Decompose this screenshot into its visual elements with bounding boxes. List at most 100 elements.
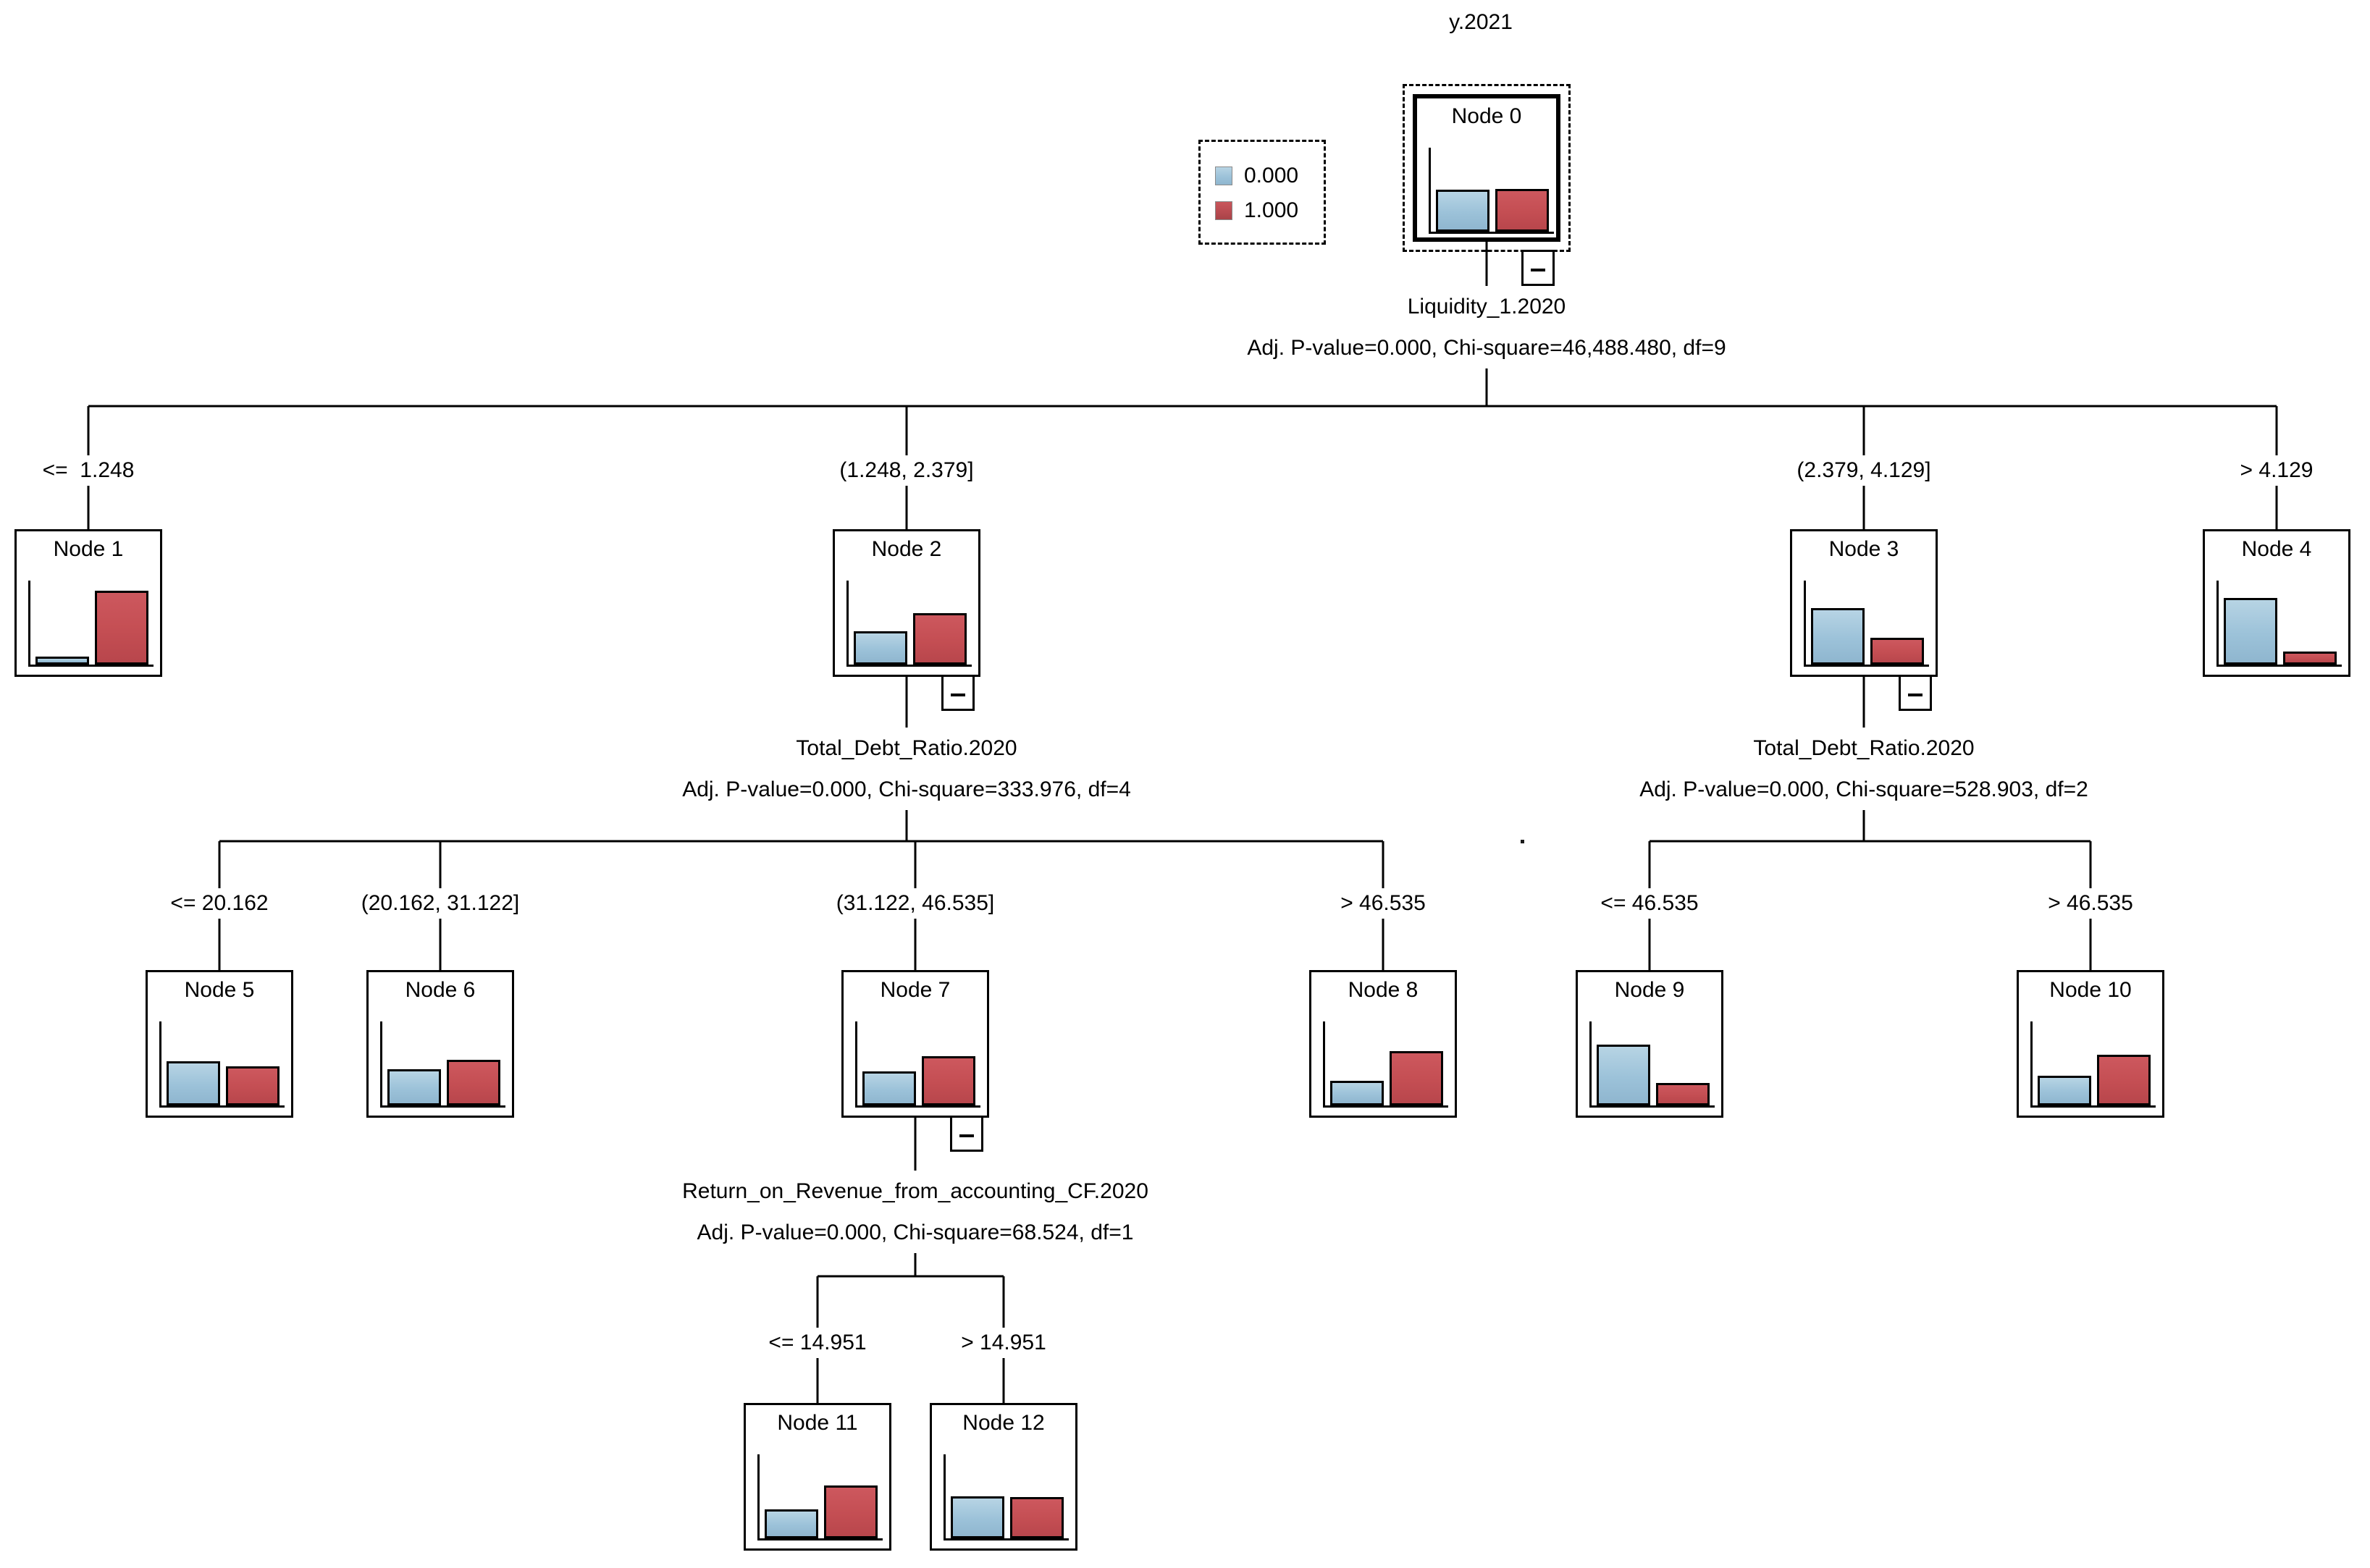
node-bar-chart (1589, 1021, 1715, 1108)
legend-item: 1.000 (1215, 198, 1324, 223)
split-stats-label: Adj. P-value=0.000, Chi-square=528.903, … (1639, 777, 2088, 801)
legend-item: 0.000 (1215, 164, 1324, 188)
blue-bar-0.000 (1811, 608, 1865, 665)
node-bar-chart (1323, 1021, 1448, 1108)
node-title: Node 4 (2241, 537, 2312, 561)
split-stats-label: Adj. P-value=0.000, Chi-square=333.976, … (682, 777, 1131, 801)
split-variable-label: Total_Debt_Ratio.2020 (796, 736, 1017, 760)
node-bar-chart (855, 1021, 980, 1108)
red-bar-1.000 (1010, 1497, 1064, 1538)
minus-icon (1531, 268, 1545, 271)
collapse-button-node-0[interactable] (1521, 250, 1555, 286)
blue-bar-0.000 (1597, 1045, 1650, 1105)
red-bar-1.000 (2283, 652, 2337, 665)
node-bar-chart (846, 581, 972, 667)
collapse-button-node-3[interactable] (1899, 675, 1932, 711)
node-bar-chart (2030, 1021, 2156, 1108)
blue-bar-0.000 (2038, 1076, 2091, 1105)
blue-bar-0.000 (854, 631, 907, 665)
tree-node-1[interactable]: Node 1 (14, 529, 162, 677)
selection-marquee (1403, 84, 1571, 252)
tree-node-0[interactable]: Node 0 (1413, 94, 1560, 242)
legend-item-label: 0.000 (1244, 164, 1299, 187)
red-bar-1.000 (824, 1485, 878, 1538)
node-bar-chart (1429, 148, 1554, 234)
collapse-button-node-7[interactable] (950, 1116, 983, 1152)
node-bar-chart (757, 1454, 883, 1540)
node-bar-chart (1804, 581, 1929, 667)
stray-dot-artifact (1521, 840, 1524, 843)
branch-condition-label-node-5: <= 20.162 (161, 888, 277, 919)
branch-condition-label-node-9: <= 46.535 (1592, 888, 1707, 919)
tree-node-7[interactable]: Node 7 (841, 970, 989, 1118)
node-bar-chart (159, 1021, 285, 1108)
tree-node-2[interactable]: Node 2 (833, 529, 980, 677)
minus-icon (959, 1134, 974, 1137)
blue-bar-0.000 (862, 1071, 916, 1105)
node-bar-chart (944, 1454, 1069, 1540)
red-legend-swatch-icon (1215, 201, 1232, 220)
branch-condition-label-node-6: (20.162, 31.122] (352, 888, 529, 919)
red-bar-1.000 (1870, 638, 1924, 665)
blue-bar-0.000 (167, 1061, 220, 1105)
red-bar-1.000 (95, 591, 148, 665)
legend-item-label: 1.000 (1244, 198, 1299, 222)
blue-bar-0.000 (951, 1496, 1004, 1538)
blue-bar-0.000 (1330, 1081, 1384, 1105)
tree-node-11[interactable]: Node 11 (744, 1403, 891, 1551)
node-title: Node 0 (1451, 104, 1522, 128)
node-title: Node 3 (1828, 537, 1899, 561)
node-title: Node 1 (53, 537, 124, 561)
tree-node-3[interactable]: Node 3 (1790, 529, 1938, 677)
blue-legend-swatch-icon (1215, 167, 1232, 185)
tree-node-8[interactable]: Node 8 (1309, 970, 1457, 1118)
collapse-button-node-2[interactable] (941, 675, 975, 711)
split-stats-label: Adj. P-value=0.000, Chi-square=68.524, d… (697, 1221, 1134, 1244)
tree-node-5[interactable]: Node 5 (146, 970, 293, 1118)
blue-bar-0.000 (1436, 190, 1489, 232)
split-stats-label: Adj. P-value=0.000, Chi-square=46,488.48… (1247, 336, 1726, 360)
branch-condition-label-node-1: <= 1.248 (33, 455, 143, 486)
tree-node-4[interactable]: Node 4 (2203, 529, 2350, 677)
minus-icon (951, 693, 965, 696)
node-title: Node 7 (880, 978, 951, 1002)
branch-condition-label-node-8: > 46.535 (1332, 888, 1434, 919)
branch-condition-label-node-3: (2.379, 4.129] (1788, 455, 1940, 486)
branch-condition-label-node-10: > 46.535 (2039, 888, 2142, 919)
red-bar-1.000 (1656, 1083, 1710, 1105)
minus-icon (1908, 693, 1923, 696)
node-bar-chart (2216, 581, 2342, 667)
red-bar-1.000 (447, 1060, 500, 1105)
branch-condition-label-node-11: <= 14.951 (760, 1328, 875, 1358)
tree-node-6[interactable]: Node 6 (366, 970, 514, 1118)
tree-node-9[interactable]: Node 9 (1576, 970, 1723, 1118)
node-title: Node 10 (2049, 978, 2132, 1002)
node-title: Node 6 (405, 978, 476, 1002)
node-title: Node 5 (184, 978, 255, 1002)
red-bar-1.000 (2097, 1055, 2151, 1105)
node-title: Node 9 (1614, 978, 1685, 1002)
red-bar-1.000 (226, 1066, 280, 1105)
node-title: Node 12 (962, 1411, 1045, 1435)
node-title: Node 8 (1348, 978, 1419, 1002)
blue-bar-0.000 (765, 1509, 818, 1538)
node-title: Node 2 (871, 537, 942, 561)
branch-condition-label-node-7: (31.122, 46.535] (827, 888, 1004, 919)
node-title: Node 11 (777, 1411, 858, 1435)
tree-node-12[interactable]: Node 12 (930, 1403, 1077, 1551)
blue-bar-0.000 (387, 1069, 441, 1105)
legend: 0.000 1.000 (1198, 140, 1326, 245)
split-variable-label: Return_on_Revenue_from_accounting_CF.202… (682, 1179, 1148, 1203)
red-bar-1.000 (922, 1056, 975, 1105)
tree-node-10[interactable]: Node 10 (2017, 970, 2164, 1118)
branch-condition-label-node-12: > 14.951 (952, 1328, 1055, 1358)
node-bar-chart (28, 581, 154, 667)
node-bar-chart (380, 1021, 505, 1108)
branch-condition-label-node-4: > 4.129 (2231, 455, 2322, 486)
blue-bar-0.000 (35, 657, 89, 665)
tree-dependent-variable-title: y.2021 (1449, 10, 1513, 34)
